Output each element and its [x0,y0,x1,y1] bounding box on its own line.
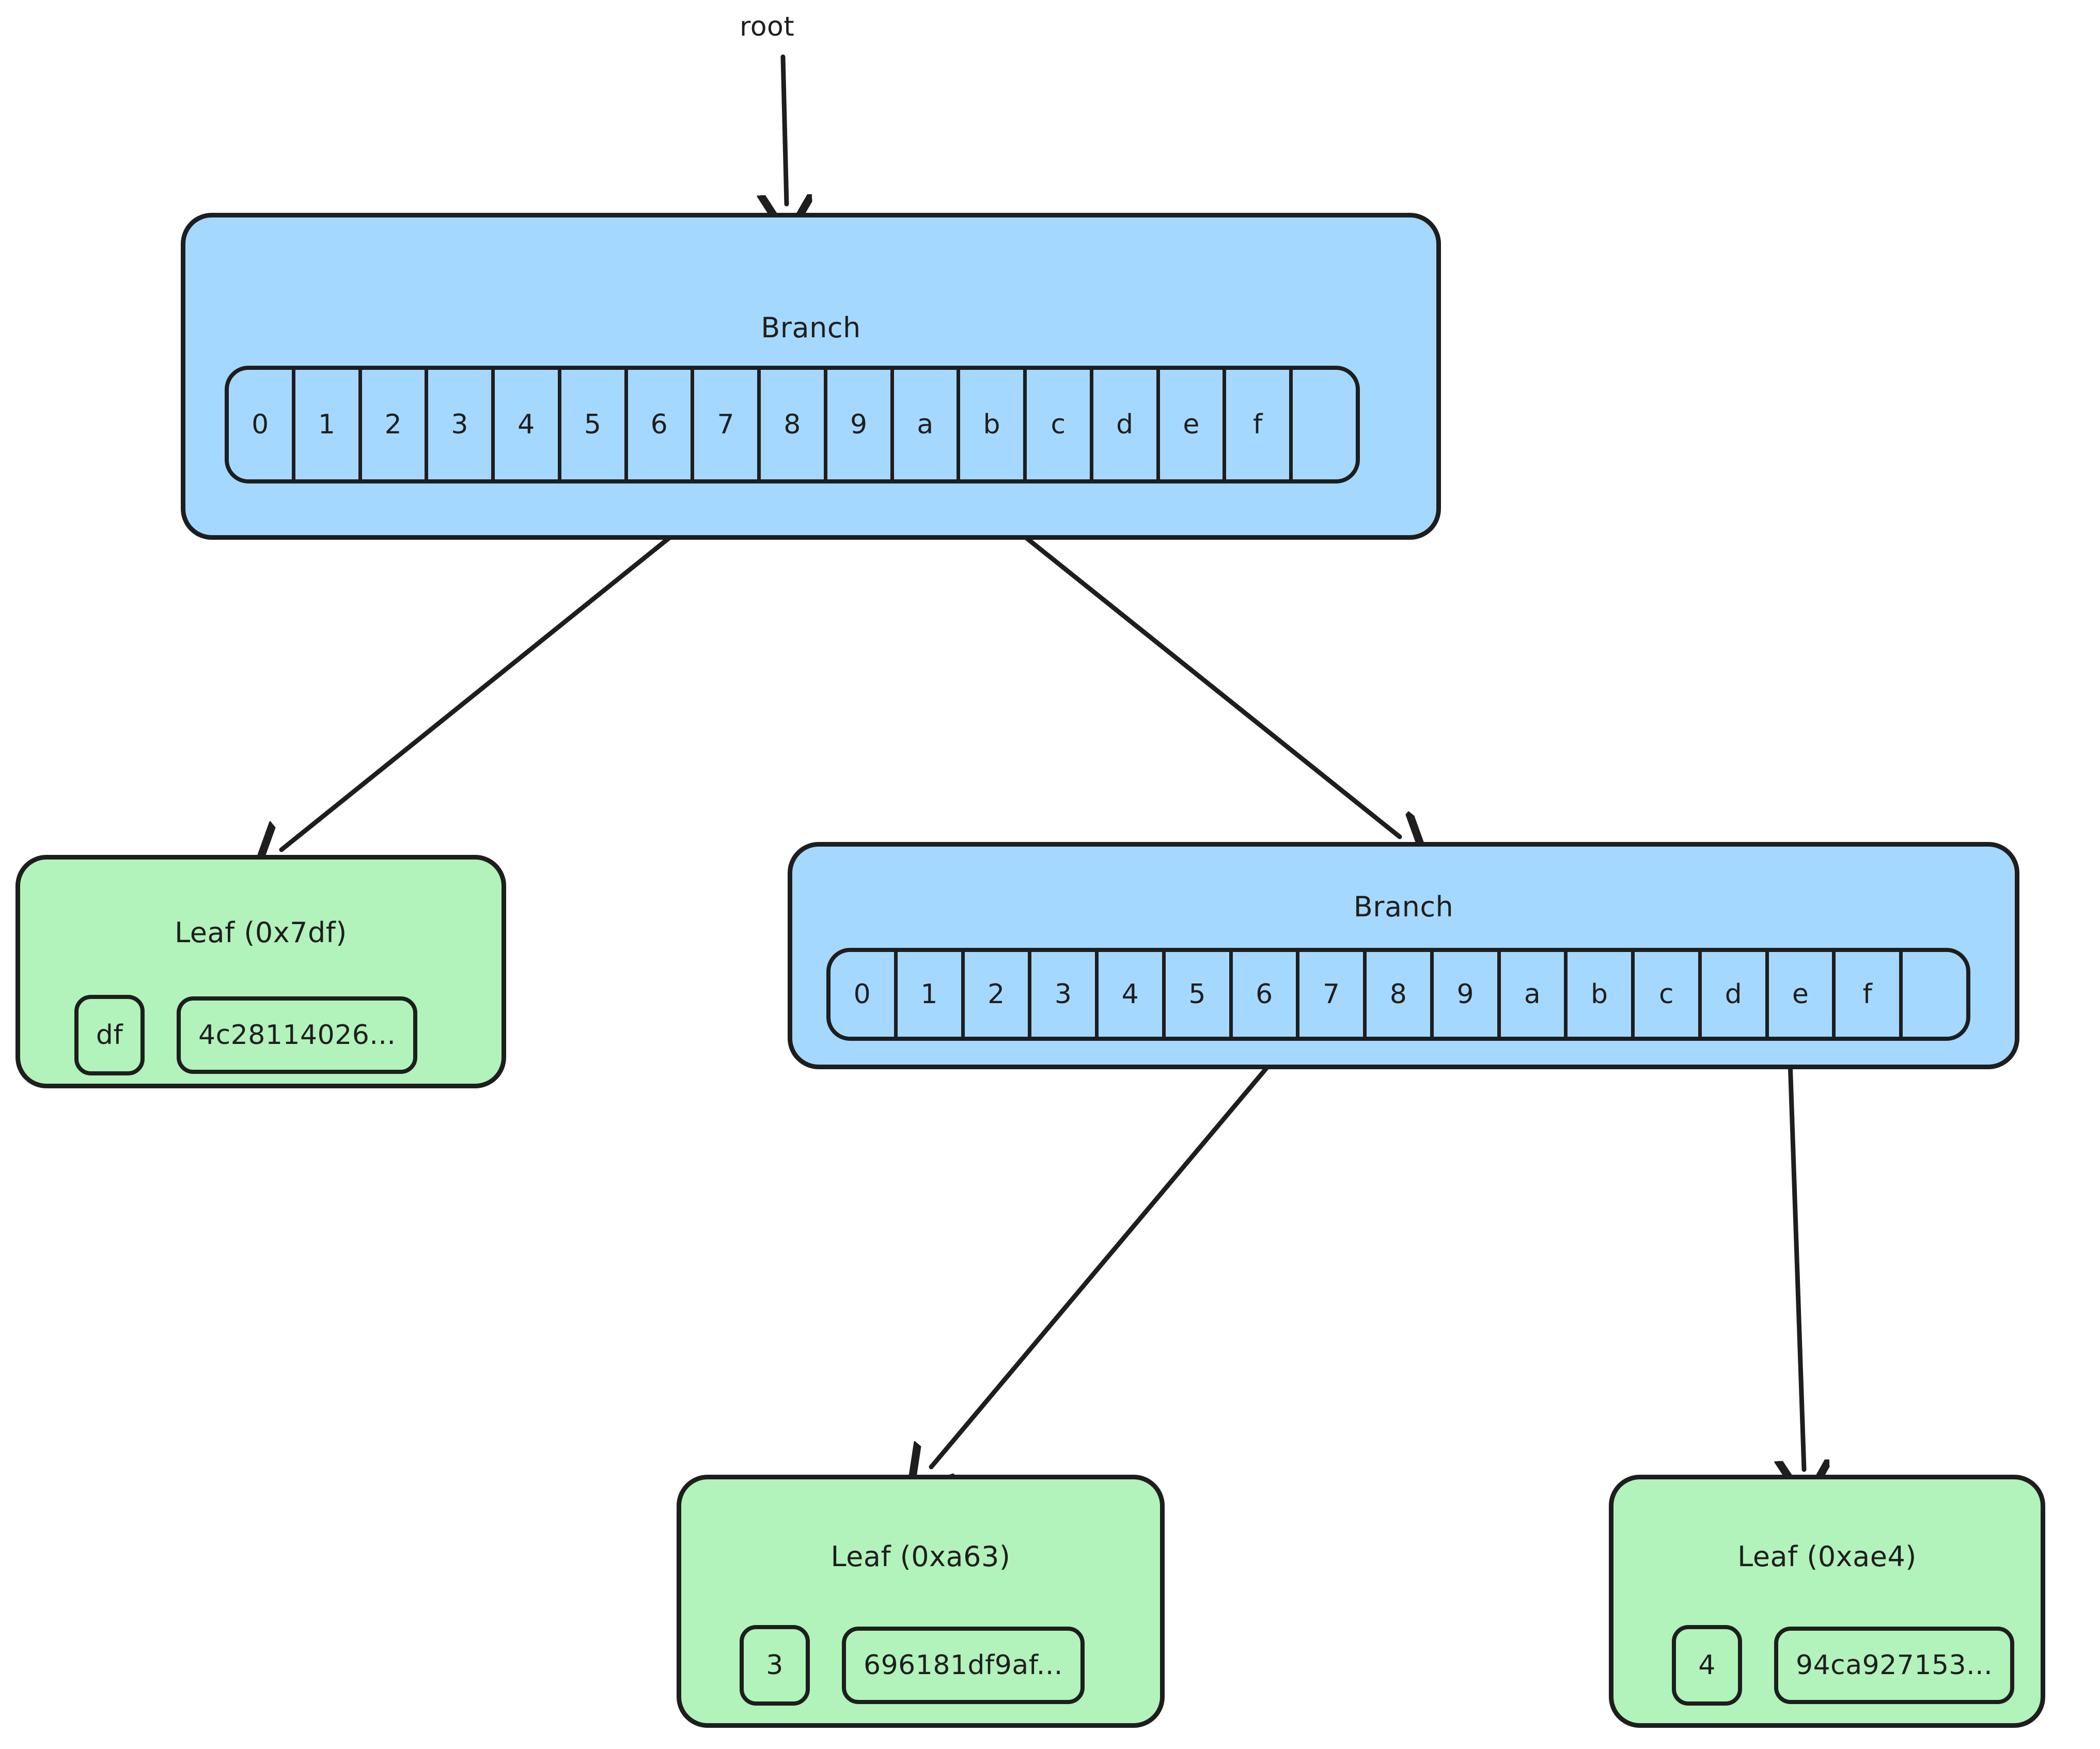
branch-top-slot-strip-cell-13[interactable]: d [1093,370,1160,479]
branch-top-slot-strip-cell-0[interactable]: 0 [229,370,295,479]
leaf-node-7df[interactable]: Leaf (0x7df) df 4c28114026... [15,855,506,1088]
branch-second-title: Branch [1353,891,1454,923]
branch-top-title: Branch [761,311,861,344]
branch-top-slot-strip-cell-11[interactable]: b [960,370,1027,479]
branch-top-slot-strip-cell-7[interactable]: 7 [694,370,761,479]
edge-branch-second-to-leaf-a63 [931,1059,1275,1467]
leaf-a63-title: Leaf (0xa63) [830,1540,1011,1573]
branch-top-slot-strip-cell-10[interactable]: a [894,370,961,479]
branch-second-slot-strip-cell-4[interactable]: 4 [1099,952,1166,1037]
branch-top-slot-strip-cell-14[interactable]: e [1160,370,1227,479]
branch-second-slot-strip-cell-8[interactable]: 8 [1367,952,1434,1037]
branch-second-slot-strip-cell-6[interactable]: 6 [1233,952,1300,1037]
branch-second-slot-strip-cell-14[interactable]: e [1769,952,1836,1037]
branch-top-slot-strip-cell-15[interactable]: f [1226,370,1293,479]
branch-top-slot-strip-cell-5[interactable]: 5 [561,370,628,479]
leaf-a63-key-cell[interactable]: 3 [740,1625,810,1706]
leaf-7df-value-cell[interactable]: 4c28114026... [177,996,418,1074]
leaf-ae4-key-cell[interactable]: 4 [1672,1625,1742,1706]
leaf-ae4-title: Leaf (0xae4) [1737,1540,1917,1573]
branch-top-slot-strip-cell-9[interactable]: 9 [827,370,894,479]
leaf-7df-key-cell[interactable]: df [74,995,145,1075]
branch-second-slot-strip-cell-11[interactable]: b [1568,952,1635,1037]
edge-root-to-branch-top [783,54,787,204]
branch-top-slot-strip-cell-16[interactable] [1293,370,1356,479]
branch-top-slot-strip-cell-6[interactable]: 6 [628,370,695,479]
branch-top-slot-strip-cell-4[interactable]: 4 [495,370,561,479]
branch-second-slot-strip-cell-13[interactable]: d [1702,952,1769,1037]
branch-top-slot-strip-cell-8[interactable]: 8 [761,370,827,479]
branch-top-slot-strip-cell-2[interactable]: 2 [362,370,429,479]
leaf-ae4-cells: 4 94ca927153... [1672,1625,2015,1706]
leaf-node-a63[interactable]: Leaf (0xa63) 3 696181df9af... [677,1475,1165,1728]
branch-second-slot-strip-cell-10[interactable]: a [1501,952,1568,1037]
branch-second-slot-strip-cell-5[interactable]: 5 [1166,952,1233,1037]
branch-top-slot-strip-cell-3[interactable]: 3 [428,370,495,479]
branch-second-slot-strip-cell-16[interactable] [1903,952,1966,1037]
leaf-7df-title: Leaf (0x7df) [175,916,347,949]
branch-second-slot-strip-cell-7[interactable]: 7 [1299,952,1367,1037]
branch-second-slot-strip-cell-12[interactable]: c [1635,952,1702,1037]
leaf-ae4-value-cell[interactable]: 94ca927153... [1774,1627,2015,1704]
branch-second-slot-strip-cell-0[interactable]: 0 [830,952,898,1037]
branch-second-slot-strip-cell-2[interactable]: 2 [965,952,1032,1037]
leaf-a63-cells: 3 696181df9af... [740,1625,1085,1706]
leaf-a63-value-cell[interactable]: 696181df9af... [842,1627,1085,1704]
branch-top-slot-strip-cell-1[interactable]: 1 [295,370,362,479]
branch-second-slot-strip-cell-1[interactable]: 1 [898,952,965,1037]
branch-second-slot-strip-cell-15[interactable]: f [1836,952,1903,1037]
branch-second-slot-strip-cell-9[interactable]: 9 [1434,952,1501,1037]
leaf-7df-cells: df 4c28114026... [74,995,418,1075]
root-label: root [740,11,795,42]
branch-second-slot-strip-cell-3[interactable]: 3 [1031,952,1099,1037]
branch-top-slot-strip-cell-12[interactable]: c [1027,370,1093,479]
leaf-node-ae4[interactable]: Leaf (0xae4) 4 94ca927153... [1609,1475,2045,1728]
edge-branch-second-to-leaf-ae4 [1790,1059,1804,1470]
